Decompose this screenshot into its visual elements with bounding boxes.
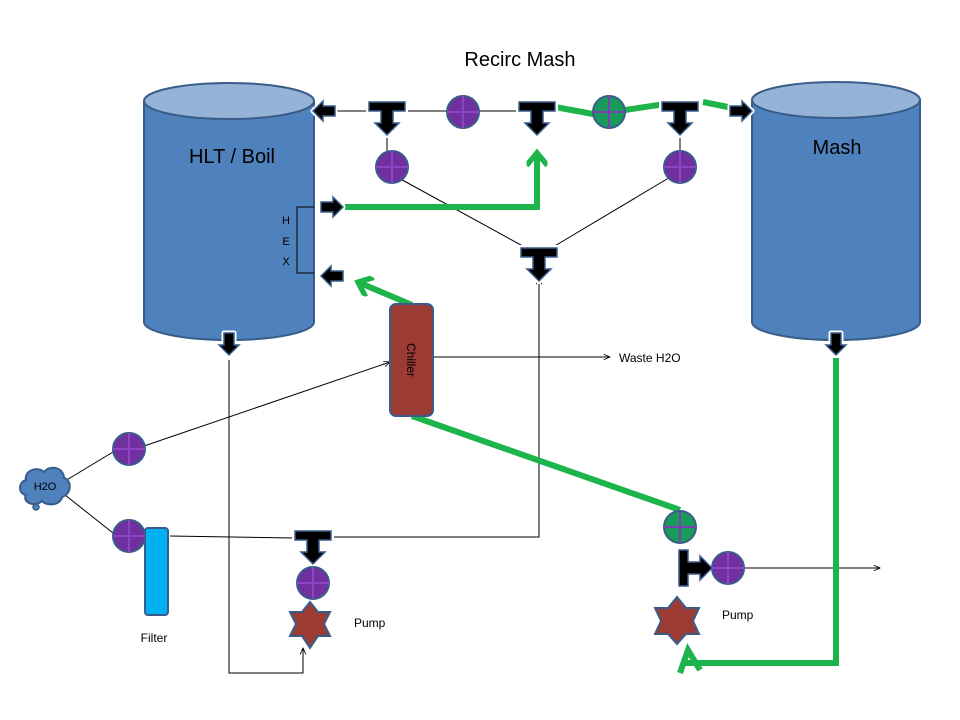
tee-right-valve[interactable] bbox=[676, 547, 715, 589]
hex-bracket bbox=[296, 206, 314, 274]
arrow-mash-drain bbox=[823, 330, 849, 358]
hlt-vessel bbox=[143, 82, 315, 341]
hlt-vessel-label: HLT / Boil bbox=[189, 146, 275, 168]
active-flow-lines bbox=[345, 99, 839, 674]
flow-pump-arrow bbox=[677, 642, 703, 674]
arrow-hlt-drain bbox=[216, 330, 242, 358]
mash-vessel bbox=[751, 81, 921, 341]
valve-pump-left-inlet[interactable] bbox=[296, 566, 330, 600]
valve-right-outlet[interactable] bbox=[711, 551, 745, 585]
arrow-into-hlt-top bbox=[310, 98, 338, 124]
valve-right-drop[interactable] bbox=[663, 150, 697, 184]
pipe-left-valve-to-lower-t bbox=[394, 175, 531, 251]
mash-vessel-label: Mash bbox=[813, 137, 862, 159]
hex-letter-e: E bbox=[282, 236, 289, 248]
pipe-top-valve-to-chiller bbox=[143, 362, 390, 447]
valve-left-drop[interactable] bbox=[375, 150, 409, 184]
valves bbox=[112, 95, 745, 600]
hex-letter-x: X bbox=[282, 256, 290, 268]
valve-h2o-top[interactable] bbox=[112, 432, 146, 466]
filter-unit[interactable] bbox=[144, 527, 169, 616]
pipe-right-valve-to-lower-t bbox=[547, 175, 673, 251]
valve-chiller-return[interactable] bbox=[663, 510, 697, 544]
tee-top-mid[interactable] bbox=[516, 99, 558, 138]
pump-right-label: Pump bbox=[722, 608, 754, 622]
arrow-into-mash-top bbox=[727, 98, 755, 124]
flow-direction-arrows bbox=[216, 98, 849, 358]
tee-top-right[interactable] bbox=[659, 99, 701, 138]
arrow-hex-out bbox=[318, 194, 346, 220]
hlt-vessel-top bbox=[143, 82, 315, 120]
mash-vessel-body bbox=[751, 99, 921, 341]
pipe-hlt-out-to-pump bbox=[228, 360, 303, 674]
tee-fittings bbox=[292, 99, 715, 589]
flow-chiller-to-hlt bbox=[360, 283, 414, 308]
valve-top-2[interactable] bbox=[592, 95, 626, 129]
tee-lower-center[interactable] bbox=[518, 245, 560, 284]
pump-left[interactable] bbox=[288, 600, 332, 650]
chiller-unit[interactable] bbox=[389, 303, 434, 417]
flow-recirc-top-2 bbox=[624, 101, 666, 113]
chiller-label: Chiller bbox=[404, 343, 418, 377]
pipe-h2o-to-bottom-valve bbox=[59, 490, 114, 534]
diagram-title: Recirc Mash bbox=[464, 49, 575, 71]
pipe-lower-t-to-bottom bbox=[330, 278, 539, 538]
hex-letter-h: H bbox=[282, 215, 290, 227]
arrow-hex-in bbox=[318, 263, 346, 289]
h2o-source-cloud[interactable] bbox=[19, 466, 71, 511]
waste-h2o-label: Waste H2O bbox=[619, 351, 681, 365]
pump-left-label: Pump bbox=[354, 616, 386, 630]
filter-label: Filter bbox=[141, 631, 168, 645]
h2o-source-label: H2O bbox=[34, 481, 57, 493]
pump-right[interactable] bbox=[653, 595, 701, 646]
flow-mash-out-to-pump bbox=[685, 358, 839, 666]
mash-vessel-top bbox=[751, 81, 921, 119]
pipe-filter-to-t bbox=[169, 535, 294, 539]
flow-chiller-to-valve bbox=[411, 413, 681, 513]
flow-hex-to-t bbox=[345, 155, 537, 210]
valve-top-1[interactable] bbox=[446, 95, 480, 129]
tee-top-left[interactable] bbox=[366, 99, 408, 138]
pipe-h2o-to-top-valve bbox=[59, 451, 114, 485]
tee-bottom-left[interactable] bbox=[292, 528, 334, 567]
flow-recirc-top bbox=[554, 104, 594, 117]
valve-h2o-bottom[interactable] bbox=[112, 519, 146, 553]
